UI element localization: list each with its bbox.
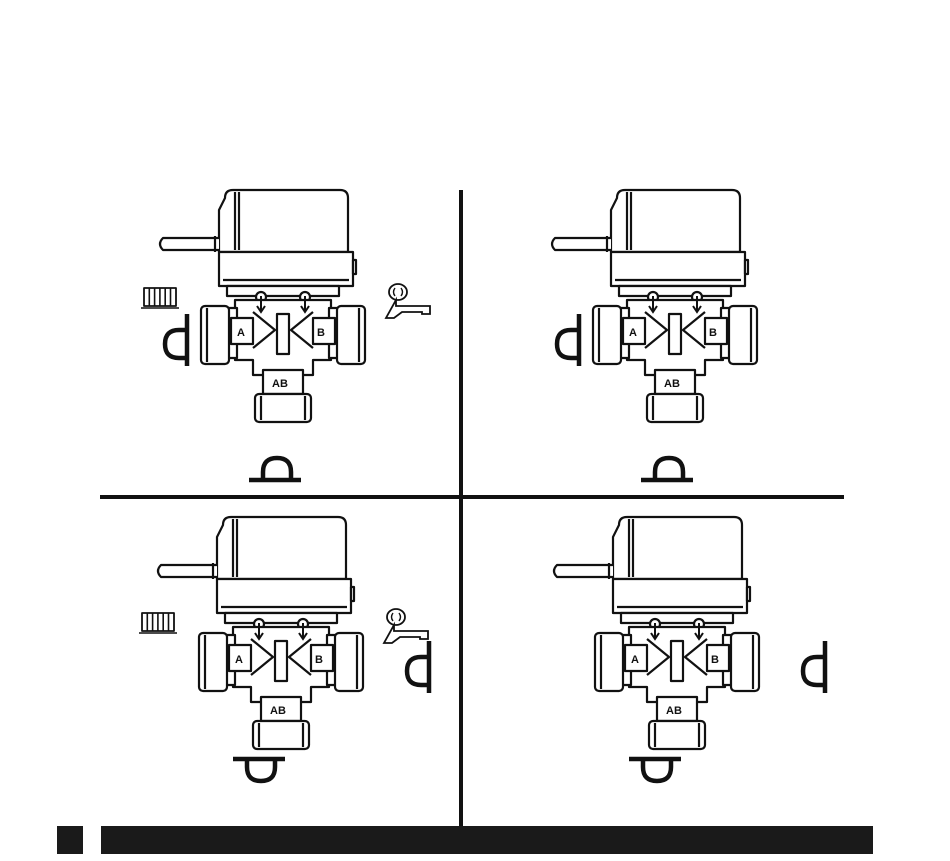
- footer-bar: [101, 826, 873, 854]
- mount-bracket: [621, 613, 733, 623]
- tap-spout: [384, 625, 428, 643]
- port-ab-nut: [647, 394, 703, 422]
- port-b-nut: [335, 633, 363, 691]
- tap-handle: [389, 284, 407, 300]
- tap-handle: [387, 609, 405, 625]
- port-ab-nut: [255, 394, 311, 422]
- port-a-label: A: [237, 327, 245, 339]
- port-b-label: B: [709, 327, 717, 339]
- valve-spindle: [275, 641, 287, 681]
- port-a-label: A: [235, 654, 243, 666]
- footer-tab: [57, 826, 83, 854]
- valve-spindle: [671, 641, 683, 681]
- port-b-label: B: [711, 654, 719, 666]
- actuator-tab: [351, 587, 354, 601]
- port-b-label: B: [317, 327, 325, 339]
- port-ab-nut: [253, 721, 309, 749]
- port-ab-label: AB: [664, 378, 680, 390]
- port-a-nut: [593, 306, 621, 364]
- flow-symbol-ab: [629, 759, 681, 781]
- actuator-tab: [353, 260, 356, 274]
- port-a-nut: [595, 633, 623, 691]
- flow-symbol-ab: [233, 759, 285, 781]
- port-ab-label: AB: [666, 705, 682, 717]
- port-ab-nut: [649, 721, 705, 749]
- tap-icon: [386, 284, 430, 318]
- port-a-nut: [201, 306, 229, 364]
- actuator-tab: [747, 587, 750, 601]
- mount-bracket: [225, 613, 337, 623]
- lever-rod: [158, 565, 217, 577]
- actuator-tab: [745, 260, 748, 274]
- port-ab-label: AB: [272, 378, 288, 390]
- lever-rod: [554, 565, 613, 577]
- flow-symbol-a: [165, 314, 187, 366]
- tap-icon: [384, 609, 428, 643]
- lever-rod: [552, 238, 611, 250]
- port-b-label: B: [315, 654, 323, 666]
- flow-symbol-b: [407, 641, 429, 693]
- mount-bracket: [619, 286, 731, 296]
- port-a-label: A: [631, 654, 639, 666]
- flow-symbol-ab: [641, 458, 693, 480]
- port-a-nut: [199, 633, 227, 691]
- flow-symbol-b: [803, 641, 825, 693]
- port-ab-label: AB: [270, 705, 286, 717]
- mount-bracket: [227, 286, 339, 296]
- valve-spindle: [277, 314, 289, 354]
- port-b-nut: [729, 306, 757, 364]
- port-b-nut: [731, 633, 759, 691]
- valve-spindle: [669, 314, 681, 354]
- lever-rod: [160, 238, 219, 250]
- port-b-nut: [337, 306, 365, 364]
- flow-symbol-a: [557, 314, 579, 366]
- flow-symbol-ab: [249, 458, 301, 480]
- tap-spout: [386, 300, 430, 318]
- port-a-label: A: [629, 327, 637, 339]
